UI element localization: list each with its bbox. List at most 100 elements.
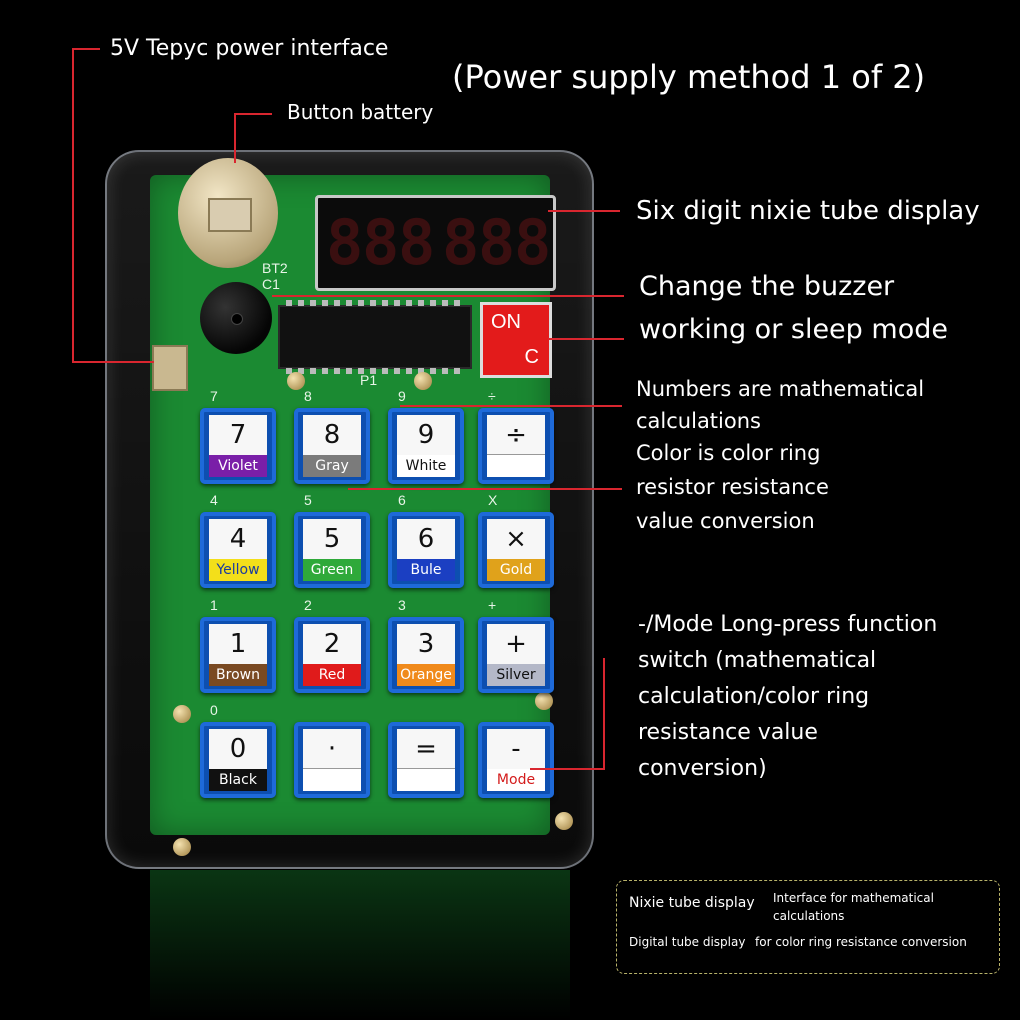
screw (287, 372, 305, 390)
silk-bt2: BT2 (262, 260, 288, 276)
display-digit: 8 (398, 206, 436, 279)
key-color-band: Yellow (209, 559, 267, 581)
key-color-band (397, 768, 455, 791)
callout-line (400, 405, 622, 407)
key-face: · (303, 729, 361, 791)
callout-line (348, 488, 622, 490)
numbers-label-line4: resistor resistance (636, 475, 829, 499)
key-color-band: Bule (397, 559, 455, 581)
legend-nixie: Nixie tube display (629, 895, 755, 911)
callout-line (530, 768, 605, 770)
key-face: + Silver (487, 624, 545, 686)
six-digit-label: Six digit nixie tube display (636, 196, 980, 226)
table-reflection (150, 870, 570, 1020)
key-symbol: 2 (323, 629, 341, 659)
key-symbol[interactable]: ÷ (478, 408, 554, 484)
silk-key-label: 8 (304, 388, 312, 404)
mode-label-line3: calculation/color ring (638, 684, 870, 709)
ic-chip (278, 300, 472, 374)
key-face: ÷ (487, 415, 545, 477)
callout-line (234, 113, 236, 163)
key-symbol: ÷ (505, 420, 527, 450)
silk-key-label: 9 (398, 388, 406, 404)
key-face: ×Gold (487, 519, 545, 581)
key-color-band: Black (209, 769, 267, 791)
key-symbol[interactable]: = (388, 722, 464, 798)
key-symbol: 3 (417, 629, 435, 659)
callout-line (234, 113, 272, 115)
screw (173, 705, 191, 723)
legend-box: Nixie tube display Interface for mathema… (616, 880, 1000, 974)
usb-power-port (152, 345, 188, 391)
silk-key-label: 6 (398, 492, 406, 508)
key-symbol: + (505, 629, 527, 659)
key-gold[interactable]: ×Gold (478, 512, 554, 588)
key-color-band: Mode (487, 769, 545, 791)
silk-key-label: 1 (210, 597, 218, 613)
key-color-band: Green (303, 559, 361, 581)
mode-label-line5: conversion) (638, 756, 767, 781)
key-symbol[interactable]: · (294, 722, 370, 798)
key-color-band: Gray (303, 455, 361, 477)
legend-digital: Digital tube display (629, 935, 746, 949)
display-digit: 8 (326, 206, 364, 279)
silk-key-label: + (488, 597, 497, 613)
key-symbol: = (415, 734, 437, 764)
silk-p1: P1 (360, 372, 378, 388)
legend-digital-desc: for color ring resistance conversion (755, 935, 967, 949)
key-symbol: - (511, 734, 521, 764)
silk-key-label: 5 (304, 492, 312, 508)
on-clear-button[interactable]: ON C (480, 302, 552, 378)
button-battery-label: Button battery (287, 100, 434, 124)
numbers-label-line1: Numbers are mathematical (636, 377, 925, 401)
key-silver[interactable]: + Silver (478, 617, 554, 693)
callout-line (72, 48, 74, 362)
button-battery-holder (178, 158, 278, 268)
key-symbol: 5 (323, 524, 341, 554)
key-color-band: Red (303, 664, 361, 686)
key-face: = (397, 729, 455, 791)
key-symbol: 7 (229, 420, 247, 450)
display-digit: 8 (478, 206, 516, 279)
key-symbol: 9 (417, 420, 435, 450)
key-color-band: Brown (209, 664, 267, 686)
key-color-band: Silver (487, 664, 545, 686)
numbers-label-line2: calculations (636, 409, 761, 433)
power-method-title: (Power supply method 1 of 2) (452, 58, 926, 96)
key-symbol: 1 (229, 629, 247, 659)
key-color-band (303, 768, 361, 791)
callout-line (272, 295, 624, 297)
silk-key-label: 3 (398, 597, 406, 613)
screw (173, 838, 191, 856)
display-digit: 8 (362, 206, 400, 279)
screw (535, 692, 553, 710)
key-symbol: 6 (417, 524, 435, 554)
key-face: - Mode (487, 729, 545, 791)
silk-key-label: X (488, 492, 498, 508)
key-symbol: 0 (229, 734, 247, 764)
callout-line (603, 658, 605, 770)
key-mode[interactable]: - Mode (478, 722, 554, 798)
clear-label: C (524, 346, 539, 368)
key-symbol: 4 (229, 524, 247, 554)
mode-label-line2: switch (mathematical (638, 648, 877, 673)
key-color-band (487, 454, 545, 477)
